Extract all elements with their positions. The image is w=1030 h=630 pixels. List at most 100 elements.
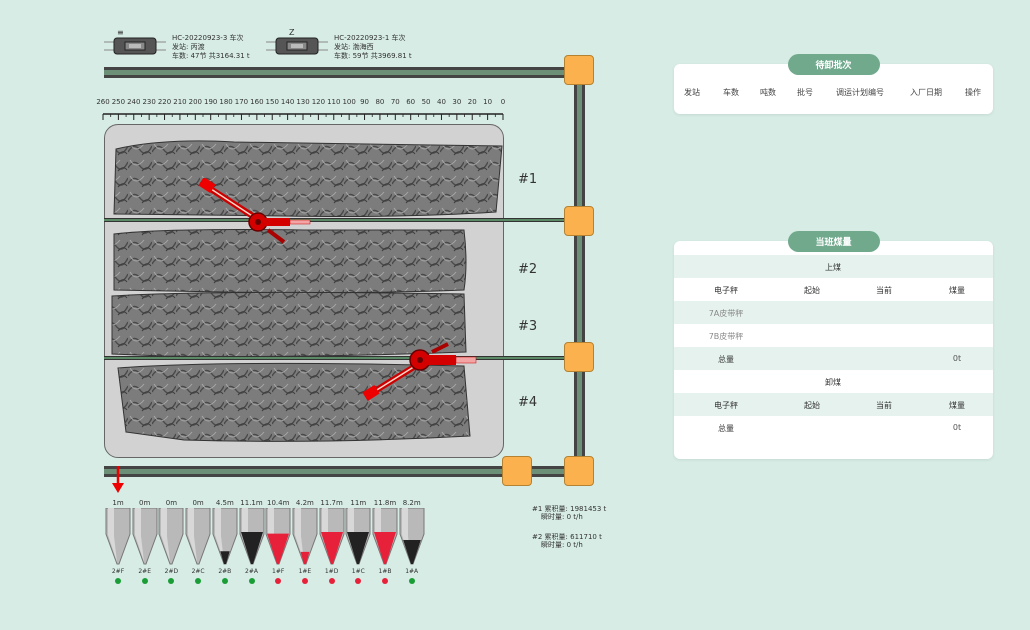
hopper-fill (240, 532, 263, 564)
pending-column-header[interactable]: 吨数 (760, 88, 776, 97)
pending-batches-card: 待卸批次 发站 车数 吨数 批号 调运计划编号 入厂日期 操作 (674, 54, 993, 114)
hopper-silo[interactable] (399, 508, 425, 566)
hopper-name: 2#F (111, 568, 125, 575)
ruler-label: 150 (265, 98, 279, 106)
ruler-label: 90 (360, 98, 369, 106)
ruler-label: 40 (436, 98, 446, 106)
ruler-label: 10 (483, 98, 493, 106)
hopper-status-dot (248, 578, 255, 584)
ruler-label: 140 (280, 98, 295, 106)
pile-label-3: #3 (518, 319, 538, 334)
junction-node-bottom[interactable] (564, 456, 594, 486)
cell: 总量 (718, 355, 734, 364)
pending-column-header[interactable]: 入厂日期 (910, 88, 942, 97)
hopper-silo[interactable] (372, 508, 398, 566)
hopper-silo[interactable] (158, 508, 184, 566)
cell: 0t (952, 354, 962, 363)
hopper-level: 0m (165, 499, 178, 507)
hopper-name: 2#A (245, 568, 258, 575)
shift-card-title: 当班煤量 (787, 231, 880, 252)
stat-2-total: #2 累积量: 611710 t (532, 533, 602, 541)
unload-column-header: 电子秤起始当前煤量 (674, 393, 993, 416)
pending-column-header[interactable]: 调运计划编号 (836, 88, 884, 97)
hopper-silo[interactable] (185, 508, 211, 566)
hopper-status-dot (168, 578, 175, 584)
hopper-level: 11m (350, 499, 367, 507)
train-1-cars: 车数: 47节 共3164.31 t (172, 52, 250, 60)
pending-column-header[interactable]: 批号 (797, 88, 813, 97)
hopper-silo[interactable] (105, 508, 131, 566)
train-2-id: HC-20220923-1 车次 (334, 34, 406, 42)
arrow-down-icon (112, 466, 124, 493)
train-2-cars: 车数: 59节 共3969.81 t (334, 52, 412, 60)
locomotive-icon[interactable] (266, 36, 328, 56)
cell: 电子秤 (714, 401, 738, 410)
hopper-status-dot (275, 578, 282, 584)
hopper-level: 11.8m (373, 499, 397, 507)
hopper-name: 2#B (218, 568, 232, 575)
pending-card-title: 待卸批次 (787, 54, 880, 75)
hopper-silo[interactable] (212, 508, 238, 566)
ruler-label: 160 (250, 98, 264, 106)
hopper-silo[interactable] (319, 508, 345, 566)
ruler-label: 200 (188, 98, 202, 106)
ruler-label: 80 (375, 98, 385, 106)
hopper-level: 0m (192, 499, 204, 507)
junction-node-1[interactable] (564, 206, 594, 236)
hopper-silo[interactable] (292, 508, 318, 566)
hopper-name: 1#E (298, 568, 312, 575)
stacker-rail-2 (104, 356, 574, 360)
coal-pile-4 (117, 362, 471, 442)
load-row: 7B皮带秤 (674, 324, 993, 347)
ruler-label: 260 (96, 98, 110, 106)
hopper-name: 1#C (351, 568, 365, 575)
hopper-level: 10.4m (266, 499, 290, 507)
stacker-reclaimer-1[interactable] (196, 178, 320, 252)
train-2-station: 发站: 渤海西 (334, 43, 374, 51)
hopper-fill (402, 540, 421, 564)
ruler-label: 210 (173, 98, 187, 106)
ruler-label: 190 (204, 98, 218, 106)
pending-column-header[interactable]: 发站 (684, 88, 700, 97)
hopper-name: 1#B (378, 568, 392, 575)
cell: 卸煤 (825, 378, 841, 387)
cell: 电子秤 (714, 286, 738, 295)
hopper-status-dot (195, 578, 202, 584)
hopper-fill (300, 551, 310, 564)
section-unload-header: 卸煤 (674, 370, 993, 393)
ruler-label: 120 (311, 98, 326, 106)
cell: 当前 (876, 401, 892, 410)
cell: 总量 (718, 424, 734, 433)
stat-1-total: #1 累积量: 1981453 t (532, 505, 607, 513)
hopper-silo[interactable] (265, 508, 291, 566)
junction-node-3[interactable] (564, 342, 594, 372)
hopper-silo[interactable] (132, 508, 158, 566)
hopper-name: 1#A (405, 568, 419, 575)
load-row: 总量 0t (674, 347, 993, 370)
ruler-label: 170 (234, 98, 249, 106)
coal-pile-1 (113, 140, 503, 217)
locomotive-icon[interactable] (104, 36, 166, 56)
ruler-label: 100 (342, 98, 356, 106)
pile-label-1: #1 (518, 172, 538, 187)
hopper-level: 8.2m (402, 499, 421, 507)
ruler-label: 220 (157, 98, 172, 106)
bottom-rail-track (104, 466, 574, 477)
stacker-reclaimer-2[interactable] (362, 342, 486, 402)
hopper-silo[interactable] (239, 508, 265, 566)
ruler-label: 130 (296, 98, 310, 106)
hopper-silo[interactable] (345, 508, 371, 566)
ruler-label: 50 (421, 98, 431, 106)
vertical-rail-track (574, 70, 585, 482)
distance-ruler (102, 113, 504, 120)
ruler-label: 60 (406, 98, 416, 106)
hopper-name: 2#D (164, 568, 179, 575)
train-mark-1: ≡ (117, 28, 124, 37)
junction-node-bottom-left[interactable] (502, 456, 532, 486)
load-column-header: 电子秤起始当前煤量 (674, 278, 993, 301)
stat-2-rate: 瞬时量: 0 t/h (541, 541, 583, 549)
pending-column-header[interactable]: 操作 (965, 88, 981, 97)
pending-column-header[interactable]: 车数 (723, 88, 739, 97)
ruler-label: 110 (327, 98, 341, 106)
junction-node-top[interactable] (564, 55, 594, 85)
